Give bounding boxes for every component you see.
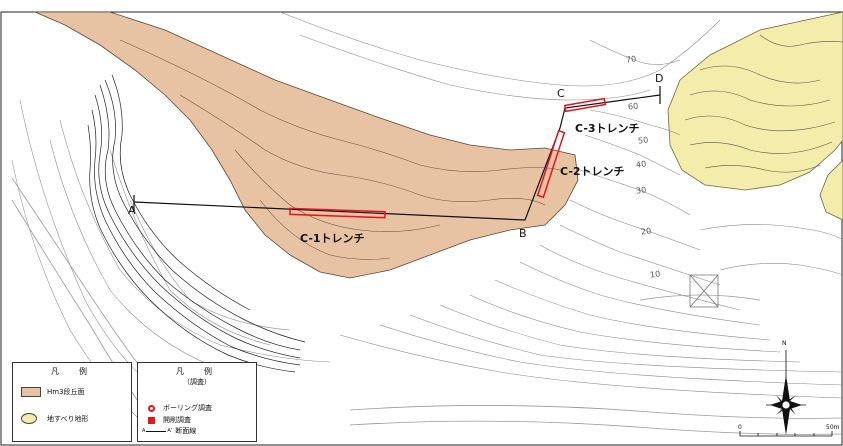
terrace-swatch-icon bbox=[21, 387, 41, 397]
section-line-icon bbox=[146, 430, 167, 432]
legend-section-label: 断面線 bbox=[175, 427, 197, 435]
structure bbox=[689, 274, 719, 308]
contour-label-30: 30 bbox=[635, 185, 647, 196]
legend-terrain-title: 凡 例 bbox=[51, 367, 93, 376]
point-label-d: D bbox=[655, 72, 664, 85]
scale-label-zero: 0 bbox=[738, 424, 742, 431]
trench-c3 bbox=[563, 97, 607, 113]
terrace-surface-area bbox=[34, 11, 579, 279]
legend-boring-label: ボーリング調査 bbox=[163, 404, 212, 412]
legend-survey-item: 開削調査 bbox=[148, 415, 191, 425]
legend-terrace-label: Hm3段丘面 bbox=[47, 388, 85, 396]
trench-label-c3: C-3トレンチ bbox=[575, 122, 640, 135]
point-label-c: C bbox=[557, 87, 565, 100]
contour-label-40: 40 bbox=[635, 159, 647, 170]
trench-label-c2: C-2トレンチ bbox=[560, 165, 625, 178]
scale-bar bbox=[739, 431, 833, 437]
contour-label-50: 50 bbox=[637, 135, 649, 146]
point-label-b: B bbox=[519, 227, 527, 240]
legend-survey: 凡 例 （調査） ボーリング調査 開削調査 A A' 断面線 bbox=[137, 362, 257, 442]
legend-terrain-item: Hm3段丘面 bbox=[21, 387, 85, 397]
trench-c2 bbox=[536, 129, 566, 199]
excavation-survey-icon bbox=[148, 416, 155, 424]
contour-label-70: 70 bbox=[625, 54, 637, 65]
contour-label-20: 20 bbox=[640, 226, 652, 237]
legend-survey-item: A A' 断面線 bbox=[142, 426, 196, 436]
legend-survey-item: ボーリング調査 bbox=[148, 403, 212, 413]
contour-label-10: 10 bbox=[649, 269, 661, 280]
boring-survey-icon bbox=[148, 404, 155, 412]
legend-landslide-label: 地すべり地形 bbox=[47, 414, 89, 423]
contour-label-60: 60 bbox=[627, 101, 639, 112]
section-symbol-right: A' bbox=[167, 428, 173, 434]
trench-label-c1: C-1トレンチ bbox=[300, 232, 365, 245]
section-symbol-left: A bbox=[142, 428, 146, 434]
landslide-swatch-icon bbox=[21, 413, 37, 424]
trench-c1 bbox=[289, 207, 386, 219]
north-arrow-icon bbox=[766, 350, 806, 435]
north-label: N bbox=[782, 340, 787, 347]
scale-label-max: 50m bbox=[826, 424, 840, 431]
legend-excavation-label: 開削調査 bbox=[163, 416, 191, 424]
legend-terrain-item: 地すべり地形 bbox=[21, 413, 89, 424]
legend-survey-title: 凡 例 bbox=[176, 367, 218, 376]
legend-terrain: 凡 例 Hm3段丘面 地すべり地形 bbox=[12, 362, 132, 442]
legend-survey-subtitle: （調査） bbox=[183, 378, 211, 386]
landslide-terrain-area bbox=[667, 11, 843, 221]
section-line bbox=[133, 94, 661, 221]
point-label-a: A bbox=[128, 204, 136, 217]
